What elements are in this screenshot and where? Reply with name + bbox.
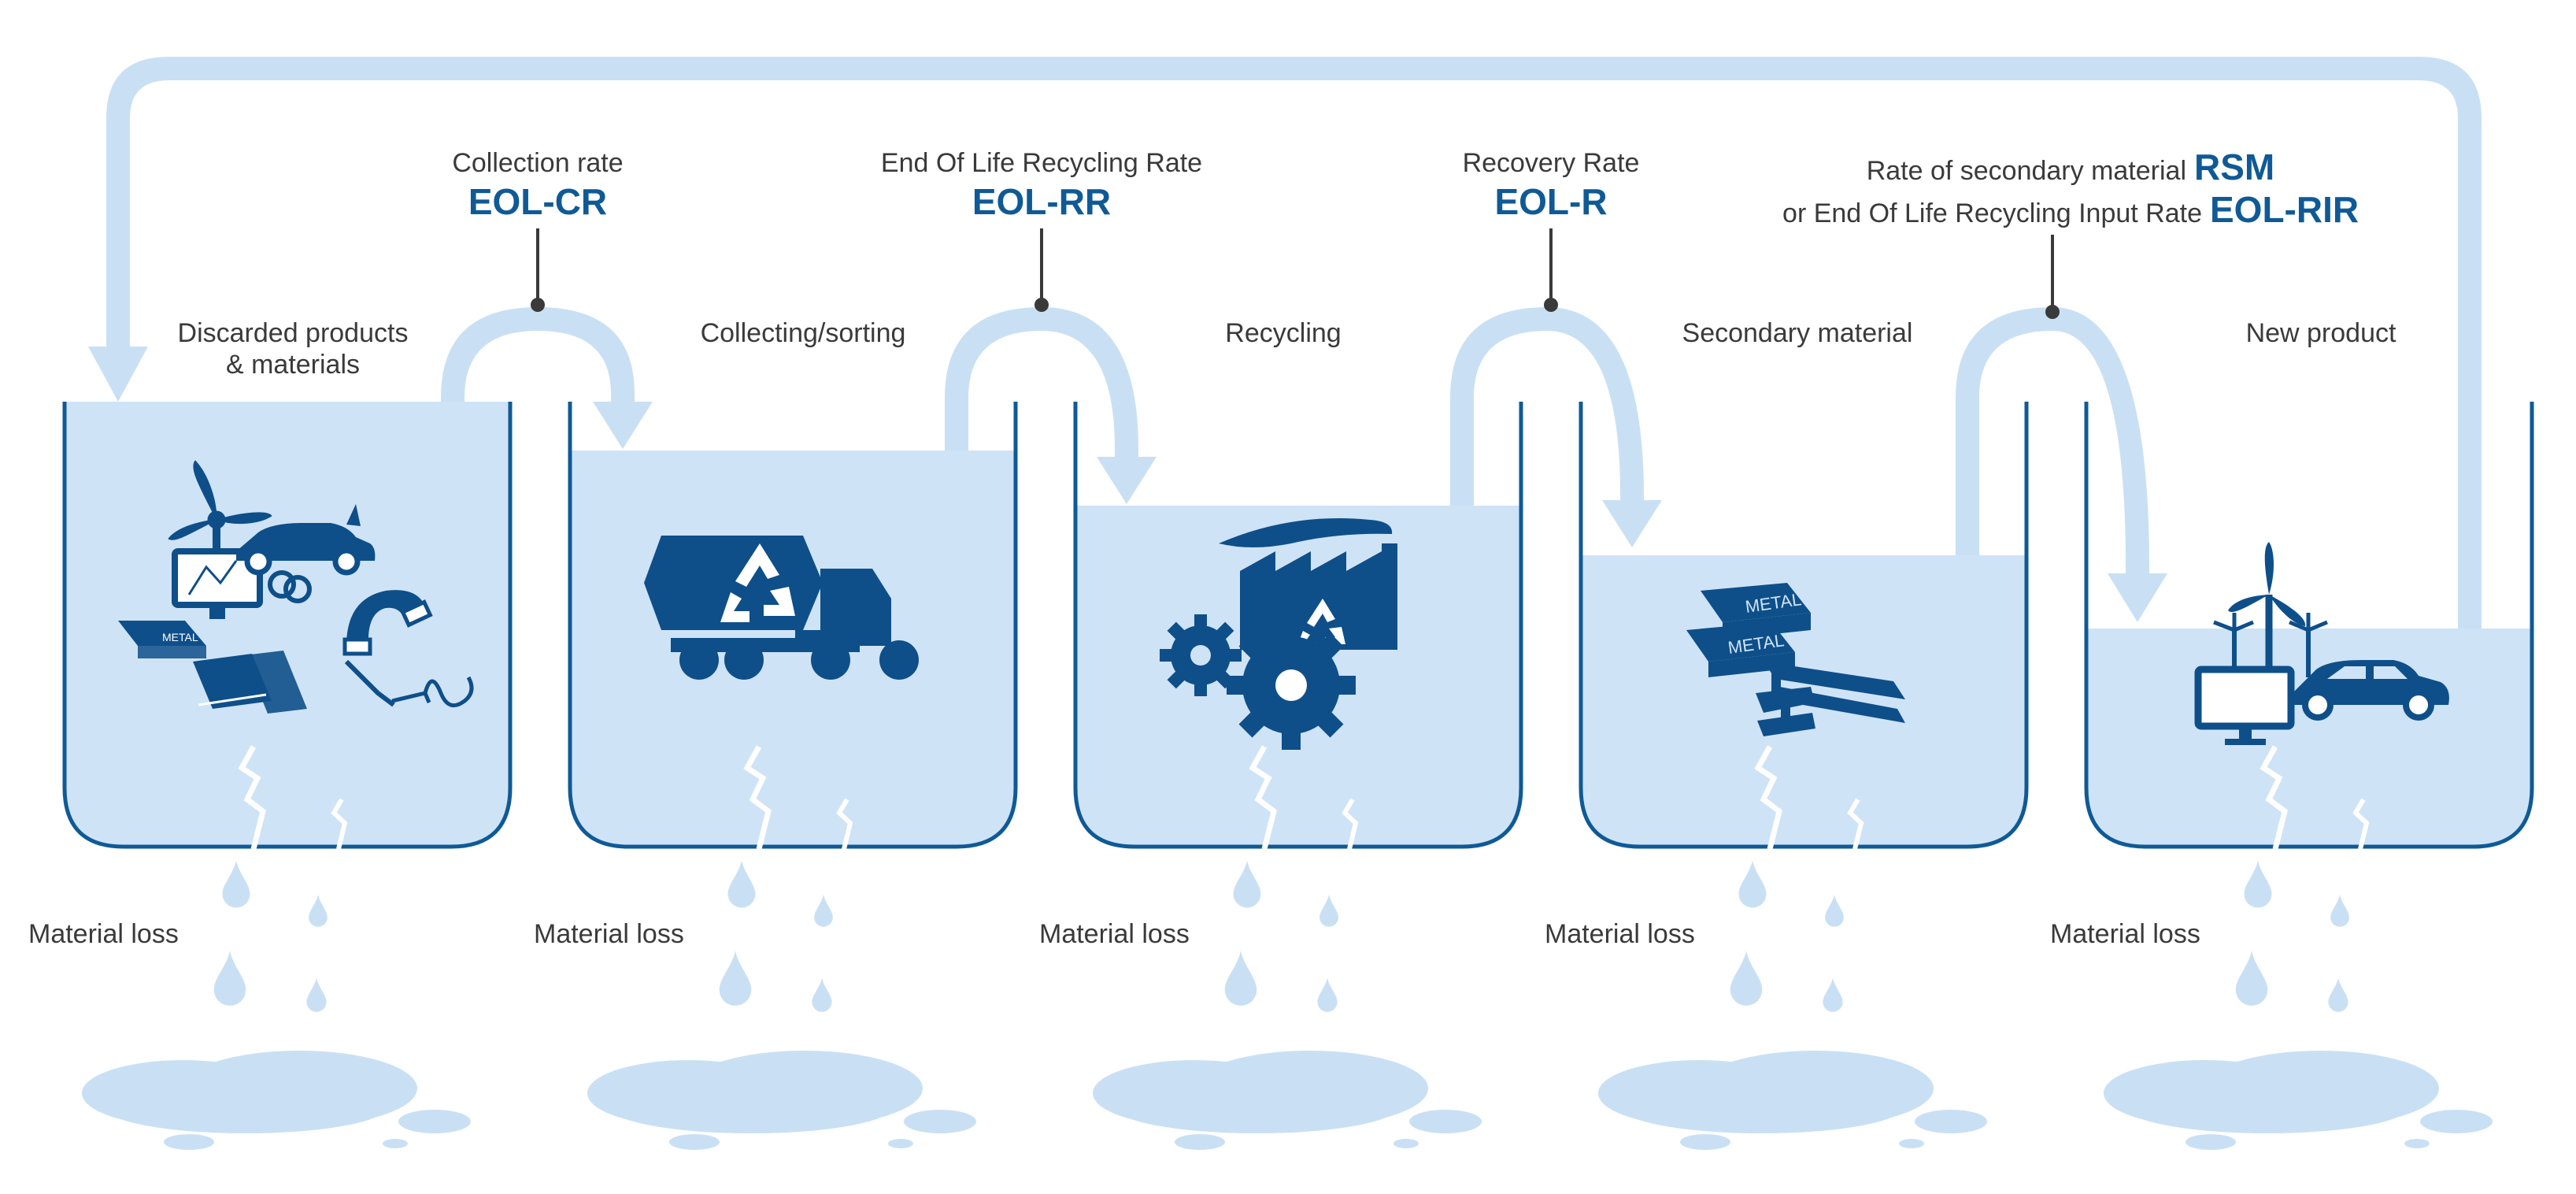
- drop: [2235, 951, 2268, 1006]
- tank-1: [62, 402, 513, 849]
- rate-abbr-eol-rir: EOL-RIR: [2210, 189, 2359, 230]
- material-loss-5: Material loss: [2050, 745, 2493, 1150]
- discarded-products-icon: METAL: [118, 460, 474, 714]
- crack-large: [2260, 745, 2288, 850]
- rate-label-input: or End Of Life Recycling Input Rate: [1782, 198, 2202, 228]
- drop: [309, 894, 328, 927]
- rate-label-collection: Collection rate: [452, 148, 623, 178]
- svg-text:METAL: METAL: [162, 631, 198, 643]
- material-loss-label: Material loss: [28, 919, 179, 949]
- rate-label-recycling: End Of Life Recycling Rate: [881, 148, 1202, 178]
- stage-label-secondary: Secondary material: [1682, 318, 1913, 348]
- material-loss-2: Material loss: [534, 745, 976, 1150]
- puddle: [587, 1051, 976, 1150]
- drop: [1738, 860, 1767, 908]
- transfer-arrow-3: [1450, 307, 1662, 547]
- drop: [1825, 894, 1844, 927]
- crack-large: [1754, 745, 1782, 850]
- material-loss-label: Material loss: [1545, 919, 1695, 949]
- drop: [222, 860, 250, 908]
- rate-pointer-4: [2045, 235, 2060, 319]
- crack-small: [331, 798, 348, 850]
- material-loss-3: Material loss: [1039, 745, 1482, 1150]
- drop: [2244, 860, 2272, 908]
- drop: [1823, 977, 1843, 1012]
- material-loss-label: Material loss: [1039, 919, 1190, 949]
- material-loss-layer: Material loss Material loss Material loss M…: [28, 745, 2493, 1150]
- drop: [2330, 894, 2349, 927]
- stage-label-new-product: New product: [2246, 318, 2396, 348]
- puddle: [2104, 1051, 2493, 1150]
- rate-label-secondary: Rate of secondary material: [1867, 156, 2186, 186]
- drop: [727, 860, 756, 908]
- rate-abbr-rsm: RSM: [2194, 146, 2274, 187]
- crack-large: [743, 745, 772, 850]
- crack-small: [836, 798, 853, 850]
- crack-small: [1342, 798, 1359, 850]
- drop: [812, 977, 832, 1012]
- stage-label-discarded: Discarded products: [178, 318, 409, 348]
- recycling-truck-icon: [644, 536, 919, 680]
- transfer-arrow-1: [441, 307, 653, 449]
- rate-pointer-2: [1034, 228, 1049, 312]
- material-loss-1: Material loss: [28, 745, 471, 1150]
- drop: [306, 977, 327, 1012]
- drop: [213, 951, 246, 1006]
- puddle: [82, 1051, 471, 1150]
- stage-label-recycling: Recycling: [1225, 318, 1341, 348]
- metal-ingots-icon: METAL METAL: [1686, 583, 1905, 736]
- crack-large: [1249, 745, 1277, 850]
- rate-pointer-3: [1544, 228, 1558, 312]
- transfer-arrow-2: [945, 307, 1157, 504]
- drop: [1730, 951, 1763, 1006]
- drop: [1319, 894, 1338, 927]
- puddle: [1093, 1051, 1482, 1150]
- rate-label-recovery: Recovery Rate: [1463, 148, 1640, 178]
- rate-pointer-1: [531, 228, 545, 312]
- stage-label-discarded-2: & materials: [226, 350, 360, 380]
- crack-small: [1847, 798, 1864, 850]
- crack-large: [238, 745, 266, 850]
- crack-small: [2352, 798, 2370, 850]
- drop: [719, 951, 752, 1006]
- drop: [814, 894, 833, 927]
- drop: [1233, 860, 1261, 908]
- drop: [2328, 977, 2348, 1012]
- recycling-factory-icon: [1160, 518, 1397, 750]
- stage-label-collecting: Collecting/sorting: [701, 318, 906, 348]
- rate-abbr-eol-cr: EOL-CR: [468, 181, 607, 222]
- material-loss-4: Material loss: [1545, 745, 1987, 1150]
- new-products-icon: [2194, 542, 2449, 745]
- rate-abbr-eol-rr: EOL-RR: [972, 181, 1111, 222]
- drop: [1317, 977, 1338, 1012]
- material-loss-label: Material loss: [2050, 919, 2200, 949]
- return-loop-arrow: [88, 57, 2482, 630]
- rate-abbr-eol-r: EOL-R: [1494, 181, 1607, 222]
- material-loss-label: Material loss: [534, 919, 684, 949]
- transfer-arrow-4: [1956, 307, 2167, 622]
- puddle: [1598, 1051, 1987, 1150]
- drop: [1224, 951, 1257, 1006]
